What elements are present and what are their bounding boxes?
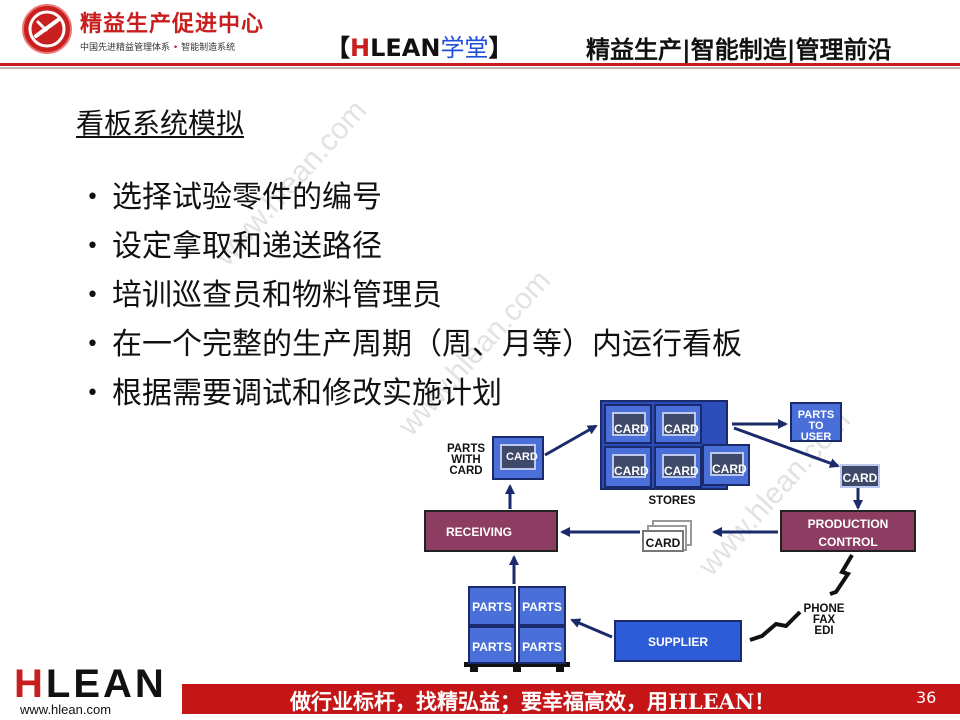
header: 精益生产促进中心 中国先进精益管理体系 • 智能制造系统 【HLEAN学堂】 精…: [0, 0, 960, 72]
brand-sub-left: 中国先进精益管理体系: [80, 43, 171, 53]
brand-sub-separator: •: [172, 43, 179, 53]
stores-label: STORES: [648, 495, 696, 507]
bullet-dot-icon: •: [86, 381, 99, 406]
kanban-card: CARD: [642, 530, 684, 552]
header-divider-gray: [0, 67, 960, 69]
header-tagline: 精益生产|智能制造|管理前沿: [586, 36, 892, 64]
stores-bin: CARD: [654, 446, 702, 488]
stores-bin: CARD: [604, 446, 652, 488]
bracket-open: 【: [326, 34, 350, 62]
parts-cell: PARTS: [518, 626, 566, 664]
bullet-item: • 选择试验零件的编号: [86, 178, 742, 227]
hlean-study-brand: 【HLEAN学堂】: [326, 28, 512, 63]
bullet-dot-icon: •: [86, 185, 99, 210]
footer-url: www.hlean.com: [20, 702, 112, 717]
bullet-text: 根据需要调试和修改实施计划: [112, 376, 502, 411]
bullet-dot-icon: •: [86, 283, 99, 308]
brand-h: H: [350, 34, 371, 62]
bullet-dot-icon: •: [86, 234, 99, 259]
parts-cell: PARTS: [468, 626, 516, 664]
bracket-close: 】: [488, 34, 513, 62]
footer-logo-rest: LEAN: [45, 662, 167, 706]
bullet-item: • 设定拿取和递送路径: [86, 227, 742, 276]
slide-title: 看板系统模拟: [76, 107, 245, 140]
kanban-card: CARD: [612, 454, 649, 478]
footer-logo-h: H: [14, 662, 46, 706]
kanban-card: CARD: [710, 452, 747, 476]
stores-bin: CARD: [702, 444, 750, 486]
kanban-card: CARD: [840, 464, 880, 488]
parts-to-user-box: PARTS TO USER: [790, 402, 842, 443]
bullet-text: 选择试验零件的编号: [112, 180, 382, 215]
bullet-text: 设定拿取和递送路径: [112, 229, 382, 264]
parts-to-user-label: PARTS TO USER: [797, 409, 835, 443]
lightning-icon: [749, 610, 802, 642]
page-number: 36: [916, 688, 937, 707]
brand-lean: LEAN: [370, 34, 441, 62]
bullet-item: • 培训巡查员和物料管理员: [86, 276, 742, 325]
kanban-card: CARD: [662, 454, 699, 478]
brand-sub-right: 智能制造系统: [181, 43, 236, 53]
footer-slogan: 做行业标杆，找精弘益；要幸福高效，用HLEAN！: [290, 689, 776, 714]
lightning-icon: [829, 553, 854, 596]
parts-with-card-label: PARTS WITH CARD: [446, 443, 486, 477]
bullet-dot-icon: •: [86, 332, 99, 357]
parts-with-card-box: CARD: [492, 436, 544, 480]
receiving-box: RECEIVING: [424, 510, 558, 552]
arrow-parts-to-stores: [544, 424, 598, 457]
kanban-card: CARD: [500, 444, 538, 470]
bullet-text: 培训巡查员和物料管理员: [112, 278, 442, 313]
parts-cell: PARTS: [468, 586, 516, 626]
parts-cell: PARTS: [518, 586, 566, 626]
bullet-text: 在一个完整的生产周期（周、月等）内运行看板: [112, 327, 742, 362]
production-control-box: PRODUCTION CONTROL: [780, 510, 916, 552]
brand-title: 精益生产促进中心: [80, 12, 265, 37]
footer-logo: HLEAN: [14, 664, 167, 704]
stores-bin: CARD: [604, 404, 652, 444]
brand-study: 学堂: [440, 34, 489, 62]
bullet-item: • 根据需要调试和修改实施计划: [86, 374, 742, 423]
footer-bar: [182, 684, 960, 714]
logo-icon: [22, 4, 72, 54]
arrow-supplier-to-pallet: [570, 618, 613, 639]
kanban-card: CARD: [662, 412, 699, 436]
bullet-list: • 选择试验零件的编号 • 设定拿取和递送路径 • 培训巡查员和物料管理员 • 在一个完…: [86, 178, 742, 423]
supplier-box: SUPPLIER: [614, 620, 742, 662]
brand-subtitle: 中国先进精益管理体系 • 智能制造系统: [80, 40, 235, 53]
stores-bin: CARD: [654, 404, 702, 444]
bullet-item: • 在一个完整的生产周期（周、月等）内运行看板: [86, 325, 742, 374]
header-divider-red: [0, 63, 960, 66]
phone-fax-edi-label: PHONE FAX EDI: [803, 603, 845, 637]
kanban-card: CARD: [612, 412, 649, 436]
